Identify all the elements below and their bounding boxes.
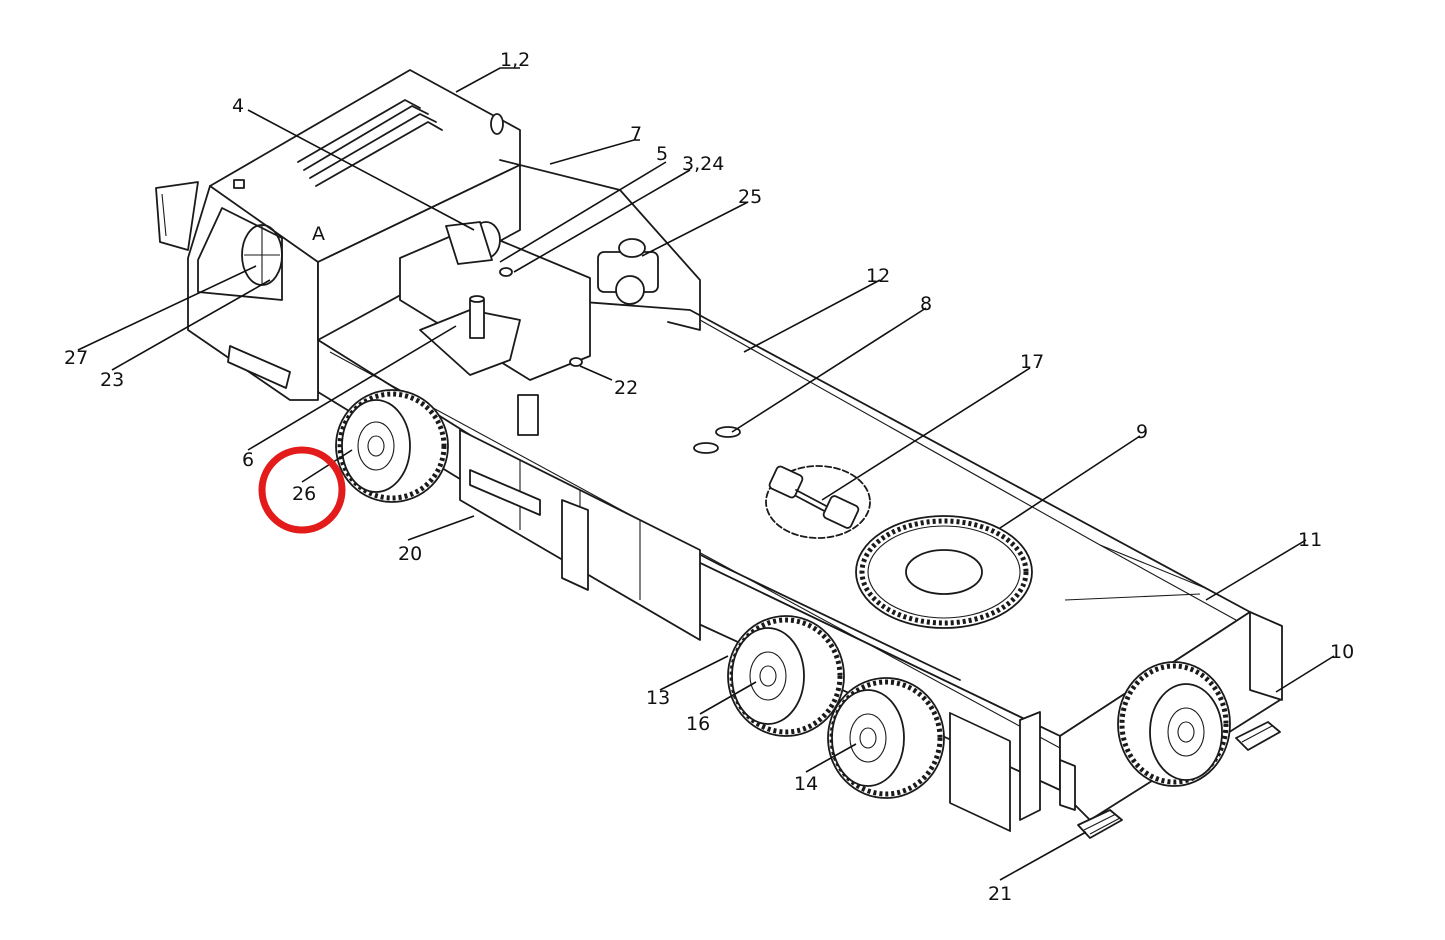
label-27: 27	[64, 347, 88, 369]
slewing-ring	[855, 515, 1033, 629]
drive-shaft	[765, 465, 871, 539]
label-8: 8	[920, 293, 932, 315]
front-wheel	[335, 389, 449, 503]
label-10: 10	[1330, 641, 1354, 663]
label-21: 21	[988, 883, 1012, 905]
label-5: 5	[656, 143, 668, 165]
label-22: 22	[614, 377, 638, 399]
label-14: 14	[794, 773, 818, 795]
label-23: 23	[100, 369, 124, 391]
label-7: 7	[630, 123, 642, 145]
svg-text:A: A	[312, 223, 325, 245]
label-25: 25	[738, 186, 762, 208]
label-13: 13	[646, 687, 670, 709]
label-12: 12	[866, 265, 890, 287]
label-1-2: 1,2	[500, 49, 530, 71]
label-26: 26	[292, 483, 316, 505]
label-11: 11	[1298, 529, 1322, 551]
rear-wheel-2	[827, 677, 945, 799]
side-compartment	[459, 429, 701, 641]
highlight-circle	[258, 446, 346, 534]
label-9: 9	[1136, 421, 1148, 443]
leader-lines	[77, 67, 1335, 881]
label-4: 4	[232, 95, 244, 117]
engine-block	[399, 159, 741, 454]
label-17: 17	[1020, 351, 1044, 373]
label-20: 20	[398, 543, 422, 565]
label-3-24: 3,24	[682, 153, 724, 175]
label-6: 6	[242, 449, 254, 471]
rearmost-wheel	[1117, 661, 1231, 787]
label-16: 16	[686, 713, 710, 735]
step-plates	[1077, 721, 1281, 839]
rear-wheel-1	[727, 615, 845, 737]
callout-labels: 1,2 4 7 5 3,24 25 12 8 27 23 22 17 6 9 2…	[64, 49, 1354, 905]
